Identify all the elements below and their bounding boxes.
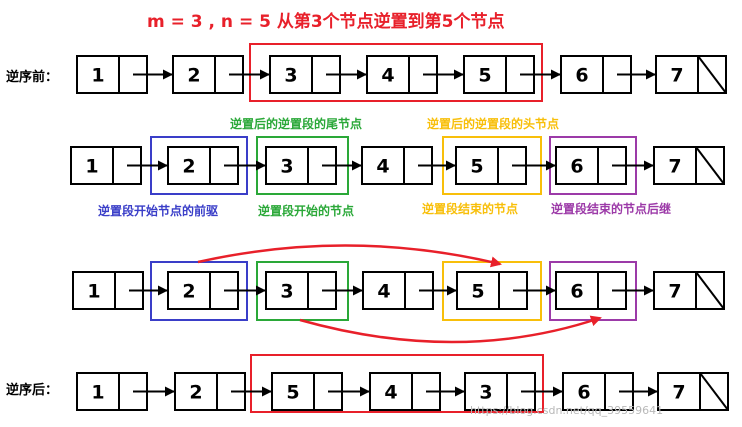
node-box: [463, 55, 535, 94]
red-segment-box-after: [250, 354, 544, 413]
list-node: 7: [655, 55, 727, 94]
node-value: 7: [668, 281, 681, 303]
node-value: 7: [670, 65, 683, 87]
list-node: 7: [653, 271, 725, 310]
null-pointer-slash: [697, 55, 727, 94]
node-value: 3: [479, 382, 492, 404]
null-pointer-slash: [695, 271, 725, 310]
label-reversed-tail: 逆置后的逆置段的尾节点: [230, 116, 362, 131]
node-value: 6: [577, 382, 590, 404]
node-value: 3: [280, 156, 293, 178]
node-value: 6: [570, 156, 583, 178]
list-node: 5: [463, 55, 535, 94]
list-node: 7: [657, 372, 729, 411]
list-row-before: 1 2 3 4 5 6 7: [76, 55, 727, 94]
node-value: 1: [87, 281, 100, 303]
null-pointer-slash: [695, 146, 725, 185]
label-next-of-end: 逆置段结束的节点后继: [551, 201, 671, 216]
node-value: 6: [570, 281, 583, 303]
red-segment-box-before: [249, 43, 543, 102]
node-value: 4: [381, 65, 394, 87]
node-value: 6: [575, 65, 588, 87]
node-value: 4: [384, 382, 397, 404]
label-segment-end: 逆置段结束的节点: [422, 201, 518, 216]
list-node: 2: [174, 372, 246, 411]
list-node: 7: [653, 146, 725, 185]
diagram-title: m = 3 , n = 5 从第3个节点逆置到第5个节点: [147, 11, 505, 32]
node-value: 1: [85, 156, 98, 178]
list-node: 5: [455, 146, 527, 185]
list-node: 5: [271, 372, 343, 411]
node-value: 5: [470, 156, 483, 178]
node-value: 3: [280, 281, 293, 303]
node-value: 7: [672, 382, 685, 404]
node-value: 1: [91, 65, 104, 87]
null-pointer-slash: [699, 372, 729, 411]
node-value: 7: [668, 156, 681, 178]
node-value: 3: [284, 65, 297, 87]
row-label-before: 逆序前：: [6, 69, 58, 85]
watermark: https://blog.csdn.net/qq_39559641: [470, 404, 663, 417]
node-value: 5: [478, 65, 491, 87]
list-row-rewiring: 1 2 3 4 5 6 7: [72, 271, 725, 310]
node-value: 2: [182, 281, 195, 303]
node-box: [653, 146, 725, 185]
node-value: 5: [471, 281, 484, 303]
label-segment-start: 逆置段开始的节点: [258, 203, 354, 218]
node-value: 2: [189, 382, 202, 404]
list-row-after: 1 2 5 4 3 6 7: [76, 372, 729, 411]
node-value: 5: [286, 382, 299, 404]
node-value: 4: [376, 156, 389, 178]
row-label-after: 逆序后：: [6, 382, 58, 398]
node-value: 1: [91, 382, 104, 404]
node-value: 2: [187, 65, 200, 87]
label-reversed-head: 逆置后的逆置段的头节点: [427, 116, 559, 131]
node-value: 4: [377, 281, 390, 303]
node-box: [174, 372, 246, 411]
node-box: [657, 372, 729, 411]
rewire-arrow-prev-to-end: [197, 244, 502, 268]
label-prev-of-start: 逆置段开始节点的前驱: [98, 203, 218, 218]
list-row-annotated: 1 2 3 4 5 6 7: [70, 146, 725, 185]
node-box: [653, 271, 725, 310]
node-value: 2: [182, 156, 195, 178]
rewire-arrow-start-to-next: [299, 315, 602, 344]
node-box: [655, 55, 727, 94]
